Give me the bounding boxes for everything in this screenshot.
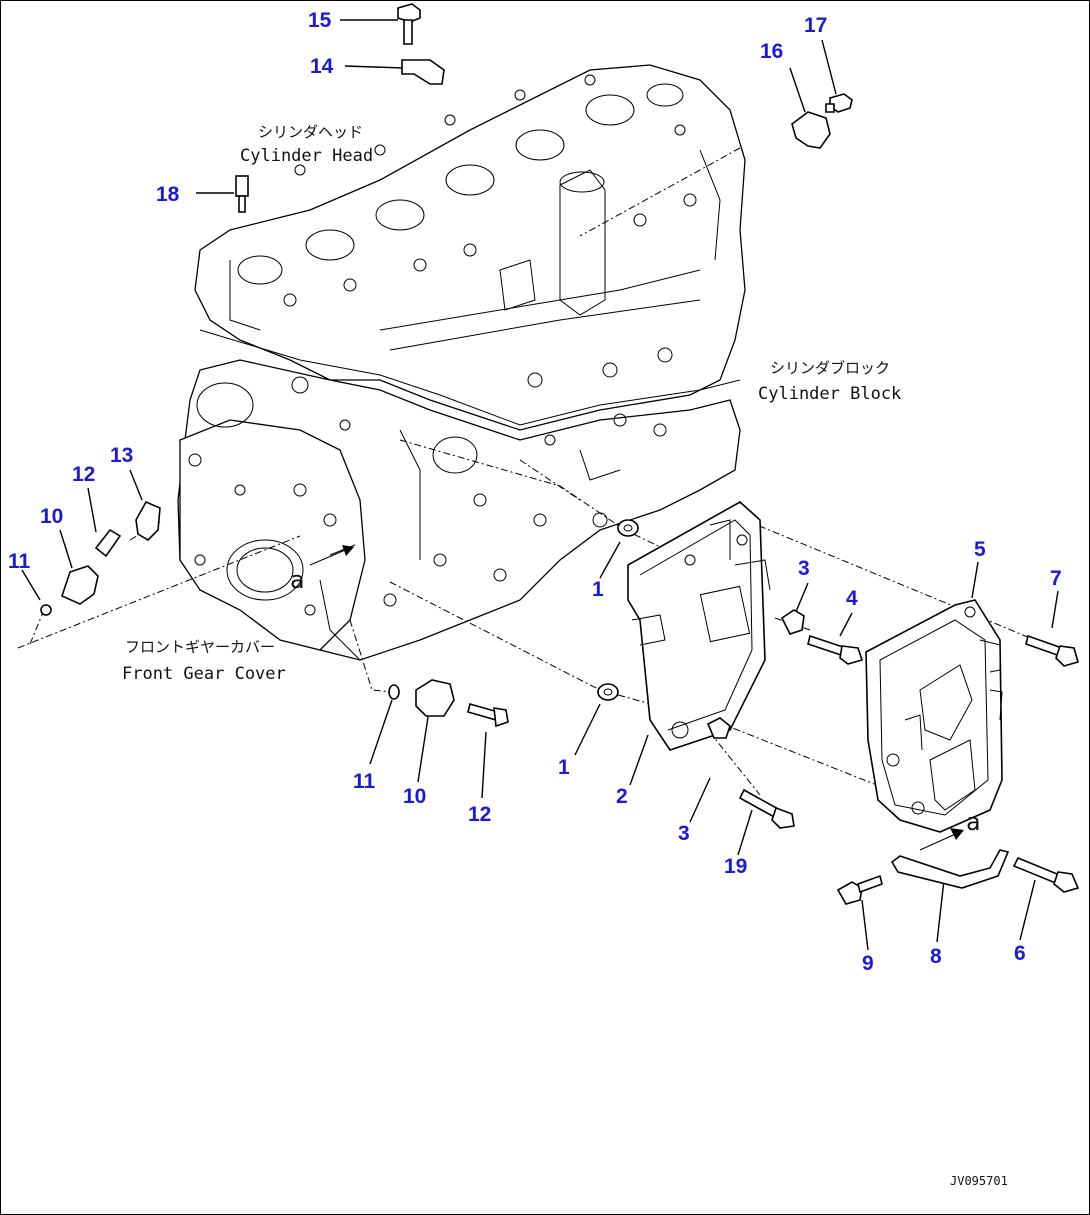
callout-9: 9 — [862, 952, 874, 975]
part-18-sensor — [235, 175, 249, 213]
part-13-sensor — [135, 500, 161, 542]
part-14-bracket — [401, 59, 445, 85]
callout-11-lower: 11 — [353, 770, 376, 793]
callout-18: 18 — [156, 183, 180, 206]
callout-19: 19 — [724, 855, 747, 878]
part-15-bolt — [397, 3, 421, 45]
part-10-sensor-left — [61, 565, 99, 605]
front-gear-cover-jp-label: フロントギヤーカバー — [125, 638, 275, 656]
part-6-bolt — [1012, 856, 1080, 893]
callout-1-upper: 1 — [592, 578, 604, 601]
callout-16: 16 — [760, 40, 783, 63]
callout-15: 15 — [308, 9, 332, 32]
part-17-bolt — [825, 93, 853, 113]
callout-14: 14 — [310, 55, 334, 78]
parts-drawing — [40, 3, 1080, 905]
callout-3-upper: 3 — [798, 557, 810, 580]
cylinder-block-jp-label: シリンダブロック — [770, 359, 890, 377]
callout-12-lower: 12 — [468, 803, 491, 826]
part-8-strap — [890, 849, 1010, 889]
callout-1-lower: 1 — [558, 756, 570, 779]
part-3-grommet-lower — [706, 717, 731, 739]
callout-12-left: 12 — [72, 463, 95, 486]
cylinder-block-en-label: Cylinder Block — [758, 384, 901, 404]
callout-7: 7 — [1050, 567, 1062, 590]
figure-reference: JV095701 — [950, 1174, 1008, 1188]
callout-10-left: 10 — [40, 505, 63, 528]
front-gear-cover-en-label: Front Gear Cover — [122, 664, 286, 684]
callout-17: 17 — [804, 14, 827, 37]
part-7-bolt — [1025, 634, 1079, 667]
callout-4: 4 — [846, 587, 858, 610]
callout-8: 8 — [930, 945, 942, 968]
part-3-grommet-upper — [780, 609, 805, 635]
callout-numbers: 15 14 17 16 18 13 12 10 11 1 1 3 4 5 7 2… — [8, 9, 1062, 975]
callout-5: 5 — [974, 538, 986, 561]
callout-13: 13 — [110, 444, 133, 467]
callout-6: 6 — [1014, 942, 1026, 965]
callout-3-lower: 3 — [678, 822, 690, 845]
cylinder-head-jp-label: シリンダヘッド — [258, 123, 363, 141]
mark-a-engine: a — [290, 566, 304, 594]
cylinder-head-en-label: Cylinder Head — [240, 146, 373, 166]
callout-10-lower: 10 — [403, 785, 426, 808]
part-12-bolt-left — [94, 528, 122, 558]
engine-block-drawing — [177, 64, 746, 661]
name-labels: シリンダヘッド Cylinder Head シリンダブロック Cylinder … — [122, 123, 1008, 1188]
mark-a-arrows — [309, 545, 964, 851]
part-12-bolt-lower — [467, 703, 509, 728]
part-4-bolt — [807, 634, 864, 665]
part-1-spacer-lower — [597, 683, 619, 701]
part-5-controller — [865, 599, 1003, 833]
part-10-sensor-lower — [415, 679, 455, 717]
callout-2: 2 — [616, 785, 628, 808]
part-16-sensor — [791, 111, 831, 149]
part-11-oring-left — [40, 604, 52, 616]
callout-11-left: 11 — [8, 550, 31, 573]
part-2-bracket — [627, 501, 771, 751]
part-11-oring-lower — [388, 684, 400, 700]
part-9-bolt — [836, 874, 883, 905]
mark-a-controller: a — [966, 808, 980, 836]
part-19-bolt — [738, 788, 795, 829]
part-1-spacer-upper — [617, 519, 639, 537]
